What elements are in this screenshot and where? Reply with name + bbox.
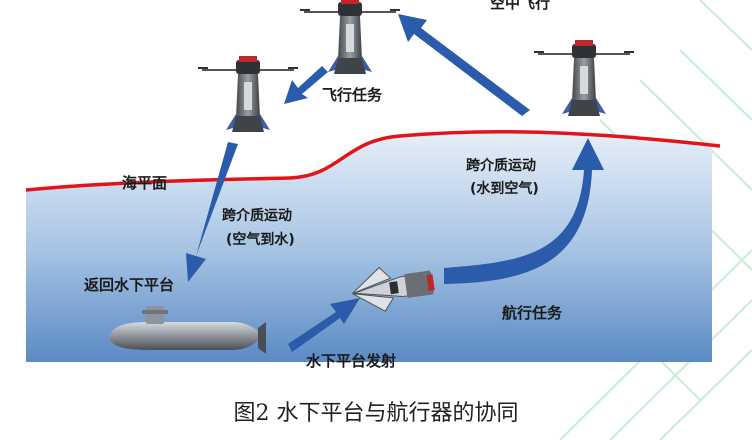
label-flight-mission: 飞行任务 [322,86,383,104]
arrow-right-to-top [398,14,530,116]
label-cross-medium-air-water-2: (空气到水) [226,231,295,248]
arrow-air-to-water [186,142,238,282]
sea-body [26,131,712,362]
quadcopter-vehicle-left [197,55,299,133]
label-return-platform: 返回水下平台 [84,276,174,294]
label-sea-level: 海平面 [122,174,167,192]
arrow-launch-to-vehicle [288,298,360,352]
label-underwater-launch: 水下平台发射 [306,352,396,370]
label-cross-medium-air-water-1: 跨介质运动 [222,207,292,224]
quadcopter-vehicle-right [533,39,635,117]
label-cross-medium-water-air-2: (水到空气) [470,180,539,197]
arrow-water-to-air [444,138,604,284]
underwater-vehicle [352,266,435,312]
label-air-flight: 空中飞行 [490,0,550,12]
label-cross-medium-water-air-1: 跨介质运动 [466,157,536,174]
quadcopter-vehicle-top [299,0,401,75]
sea-surface-line [25,130,721,192]
submarine [110,306,266,354]
figure-caption: 图2 水下平台与航行器的协同 [233,401,519,426]
transition-arrows [186,14,604,352]
label-navigation-mission: 航行任务 [502,304,563,322]
arrow-top-to-left [284,66,328,104]
